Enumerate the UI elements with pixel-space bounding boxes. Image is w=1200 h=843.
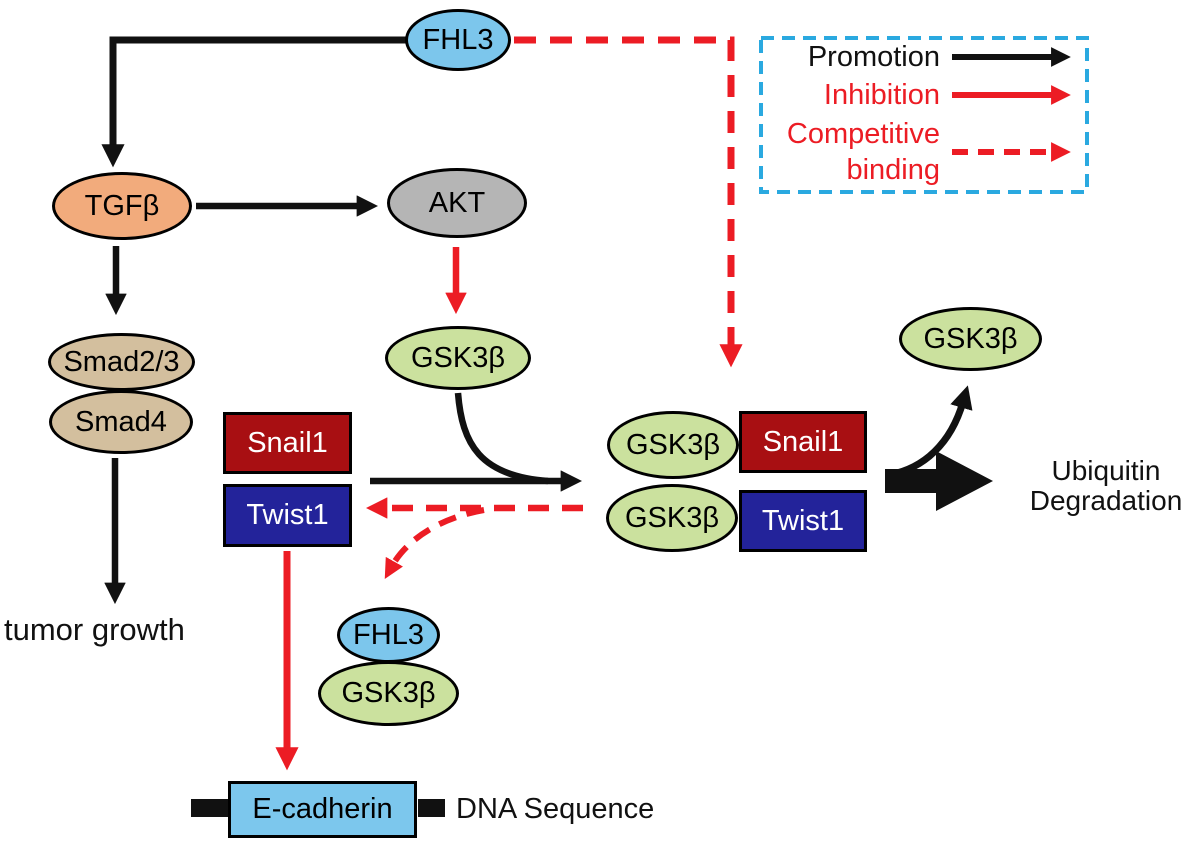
node-complex-twist1: Twist1: [739, 490, 867, 552]
node-tgfb: TGFβ: [52, 172, 192, 240]
node-complex-snail-gsk3b: GSK3β: [607, 411, 739, 479]
node-gsk3b-bound: GSK3β: [318, 661, 459, 726]
arrow-complex-to-degradation: [885, 451, 993, 511]
node-complex-twist-gsk3b: GSK3β: [606, 484, 738, 552]
ubiquitin-line2: Degradation: [1029, 485, 1183, 516]
dna-bar-right: [418, 799, 445, 817]
legend-competitive-binding-label: Competitive binding: [755, 116, 940, 188]
node-smad23: Smad2/3: [48, 333, 195, 391]
arrow-fhl3-competitive-binding: [514, 36, 743, 368]
node-fhl3-bound: FHL3: [337, 607, 440, 663]
legend-promotion-label: Promotion: [807, 41, 940, 73]
tumor-growth-label: tumor growth: [4, 612, 185, 647]
legend-competitive-line2: binding: [846, 154, 940, 186]
dna-bar-left: [191, 799, 228, 817]
node-gsk3b-released: GSK3β: [899, 307, 1042, 371]
ubiquitin-degradation-label: Ubiquitin Degradation: [1008, 456, 1200, 516]
node-snail1: Snail1: [223, 412, 352, 474]
dna-sequence-label: DNA Sequence: [456, 793, 655, 825]
arrow-dashed-to-fhl3-gsk3b-complex: [384, 507, 485, 579]
node-fhl3-top: FHL3: [405, 9, 511, 71]
ubiquitin-line1: Ubiquitin: [1051, 455, 1161, 486]
curve-complex-to-gsk3b-released: [887, 385, 973, 479]
node-complex-snail1: Snail1: [739, 411, 867, 473]
node-twist1: Twist1: [223, 484, 352, 547]
legend-inhibition-label: Inhibition: [823, 79, 940, 111]
node-akt: AKT: [387, 168, 527, 238]
curve-gsk3b-join: [454, 392, 549, 485]
arrow-fhl3-to-tgfb: [101, 36, 406, 168]
node-smad4: Smad4: [49, 390, 193, 454]
legend-competitive-line1: Competitive: [786, 118, 940, 150]
node-gsk3b-mid: GSK3β: [385, 326, 531, 390]
node-ecadherin: E-cadherin: [228, 781, 417, 838]
